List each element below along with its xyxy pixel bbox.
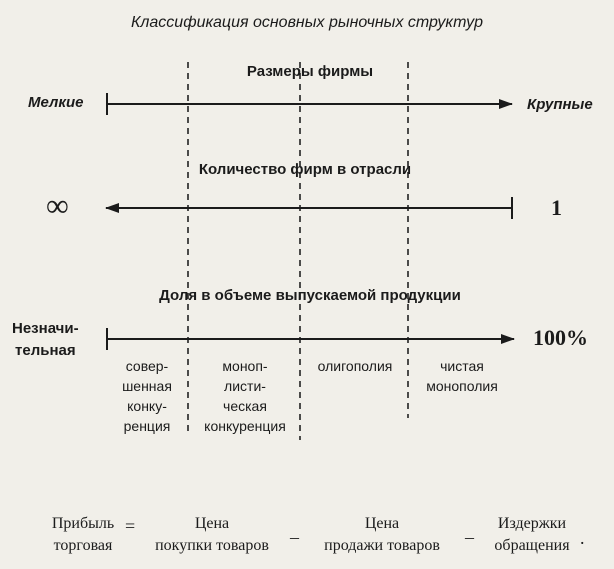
size-left-label: Мелкие: [28, 94, 84, 111]
formula-minus-1: –: [290, 527, 299, 547]
size-right-label: Крупные: [527, 96, 593, 113]
formula-trade-profit: Прибыль торговая: [51, 515, 115, 554]
share-heading: Доля в объеме выпускаемой продукции: [159, 287, 461, 304]
category-monopolistic-competition: моноп- листи- ческая конкуренция: [204, 358, 286, 434]
formula-minus-2: –: [465, 527, 474, 547]
formula-circulation-costs: Издержки обращения: [494, 515, 570, 554]
formula-purchase-price: Цена покупки товаров: [155, 515, 269, 554]
category-oligopoly: олигополия: [317, 358, 393, 374]
size-heading: Размеры фирмы: [246, 63, 374, 80]
formula-period: .: [580, 528, 585, 548]
formula-equals: =: [125, 516, 136, 536]
category-perfect-competition: совер- шенная конку- ренция: [122, 358, 172, 434]
count-heading: Количество фирм в отрасли: [198, 161, 412, 178]
count-right-label: 1: [551, 195, 562, 220]
count-left-label: ∞: [46, 187, 69, 223]
share-left-label: Незначи- тельная: [12, 320, 79, 359]
diagram-title: Классификация основных рыночных структур: [130, 14, 484, 31]
category-pure-monopoly: чистая монополия: [426, 358, 498, 394]
share-right-label: 100%: [533, 325, 588, 350]
formula-selling-price: Цена продажи товаров: [324, 515, 440, 554]
